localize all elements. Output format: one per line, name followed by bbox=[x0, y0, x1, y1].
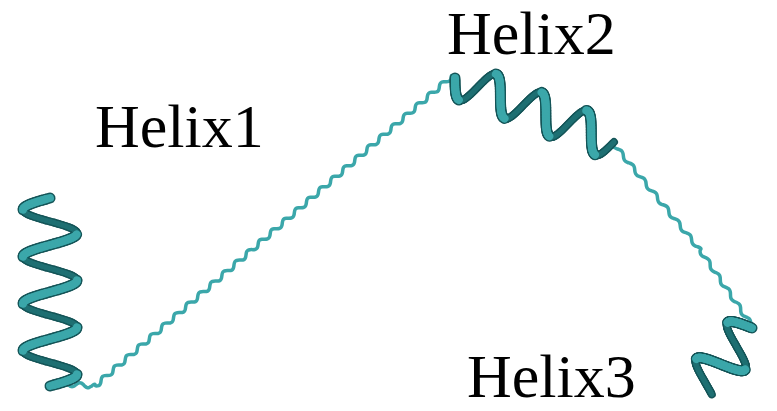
helix-label: Helix2 bbox=[447, 2, 616, 64]
helix-edge bbox=[725, 316, 737, 327]
helix-ribbon bbox=[727, 318, 736, 326]
helix-ribbon bbox=[697, 354, 706, 362]
helix-ribbon bbox=[500, 114, 509, 123]
helix-edge bbox=[452, 98, 464, 99]
helix-edge bbox=[542, 134, 554, 135]
helix-ribbons bbox=[23, 74, 752, 395]
helix-edge bbox=[452, 94, 464, 106]
helix-edge bbox=[70, 234, 82, 235]
helix-ribbon bbox=[544, 134, 553, 135]
helix-edge bbox=[697, 353, 709, 364]
helix-ribbon bbox=[726, 318, 735, 326]
helix-ribbon bbox=[453, 98, 462, 99]
helix-ribbon bbox=[695, 354, 704, 362]
helix-edge bbox=[545, 132, 554, 141]
helix-edge bbox=[724, 316, 736, 327]
helix-edge bbox=[691, 353, 702, 364]
coil-strands bbox=[52, 75, 751, 387]
helix-edge bbox=[692, 353, 703, 364]
helix-ribbon bbox=[693, 357, 698, 362]
helix-edge bbox=[612, 142, 614, 144]
helix-ribbon bbox=[505, 116, 506, 121]
helix-edge bbox=[695, 352, 707, 363]
helix-ribbon bbox=[725, 320, 730, 325]
helix-ribbon bbox=[724, 321, 729, 327]
helix-ribbon bbox=[499, 113, 508, 122]
helix-ribbon bbox=[73, 374, 81, 375]
helix-edge bbox=[71, 327, 82, 328]
helix-edge bbox=[726, 316, 738, 327]
helix-edge bbox=[692, 355, 700, 363]
helix-ribbon bbox=[73, 280, 81, 281]
alpha-helix bbox=[23, 198, 77, 386]
helix-edge bbox=[691, 353, 702, 364]
helix-ribbon bbox=[694, 354, 703, 362]
helix-edge bbox=[591, 151, 600, 159]
helix-ribbon bbox=[694, 354, 703, 362]
helix-ribbon bbox=[46, 198, 50, 199]
helix-ribbon bbox=[73, 327, 81, 328]
helix-edge bbox=[727, 316, 739, 327]
coil-strand bbox=[52, 75, 451, 387]
helix-edge bbox=[71, 374, 82, 375]
helix-ribbon bbox=[725, 318, 734, 326]
helix-edge bbox=[724, 316, 736, 327]
helix-edge bbox=[723, 316, 735, 327]
helix-ribbon bbox=[728, 318, 737, 326]
helix-edge bbox=[692, 352, 704, 363]
helix-ribbon bbox=[693, 354, 701, 362]
helix-ribbon bbox=[725, 321, 730, 326]
helix-edge bbox=[692, 355, 700, 363]
helix-ribbon bbox=[72, 234, 81, 235]
helix-ribbon bbox=[612, 142, 614, 144]
helix-ribbon bbox=[724, 318, 732, 326]
helix-edge bbox=[723, 316, 734, 327]
helix-ribbon bbox=[589, 153, 598, 154]
helix-edge bbox=[728, 316, 740, 327]
helix-edge bbox=[498, 112, 510, 124]
helix-ribbon bbox=[693, 354, 701, 362]
helix-edge bbox=[722, 317, 733, 328]
helix-edge bbox=[696, 352, 708, 363]
helix-ribbon bbox=[547, 134, 553, 140]
helix-ribbon bbox=[696, 354, 705, 362]
helix-edge bbox=[459, 96, 460, 104]
helix-ribbon bbox=[545, 131, 554, 140]
helix-ribbon bbox=[692, 355, 700, 363]
helix-edge bbox=[695, 352, 707, 363]
helix-ribbon bbox=[724, 318, 732, 326]
alpha-helix bbox=[696, 322, 752, 395]
helix-ribbon bbox=[693, 356, 698, 361]
helix-ribbon bbox=[693, 357, 698, 363]
helix-edge bbox=[46, 198, 50, 199]
helix-ribbon bbox=[593, 152, 599, 157]
coil-strand bbox=[612, 142, 751, 327]
helix-edge bbox=[694, 352, 706, 363]
helix-edge bbox=[722, 317, 733, 328]
helix-edge bbox=[589, 149, 601, 161]
helix-ribbon bbox=[459, 97, 460, 102]
helix-label: Helix3 bbox=[467, 345, 636, 407]
helix-label: Helix1 bbox=[95, 95, 264, 157]
helix-edge bbox=[693, 352, 705, 363]
helix-ribbon bbox=[695, 354, 704, 362]
helix-ribbon bbox=[590, 150, 599, 159]
helix-ribbon bbox=[724, 318, 732, 326]
helix-ribbon bbox=[709, 393, 715, 394]
helix-edge bbox=[723, 319, 731, 327]
alpha-helix bbox=[455, 74, 614, 155]
helix-edge bbox=[543, 130, 555, 142]
helix-edge bbox=[723, 319, 731, 327]
helix-edge bbox=[71, 280, 82, 281]
helix-edge bbox=[588, 153, 600, 154]
helix-edge bbox=[497, 111, 509, 123]
helix-edge bbox=[727, 316, 739, 327]
helix-edge bbox=[505, 114, 506, 122]
helix-ribbon bbox=[454, 95, 463, 104]
helix-edge bbox=[693, 352, 705, 363]
helix-ribbon bbox=[727, 318, 736, 326]
helix-ribbon bbox=[725, 318, 734, 326]
